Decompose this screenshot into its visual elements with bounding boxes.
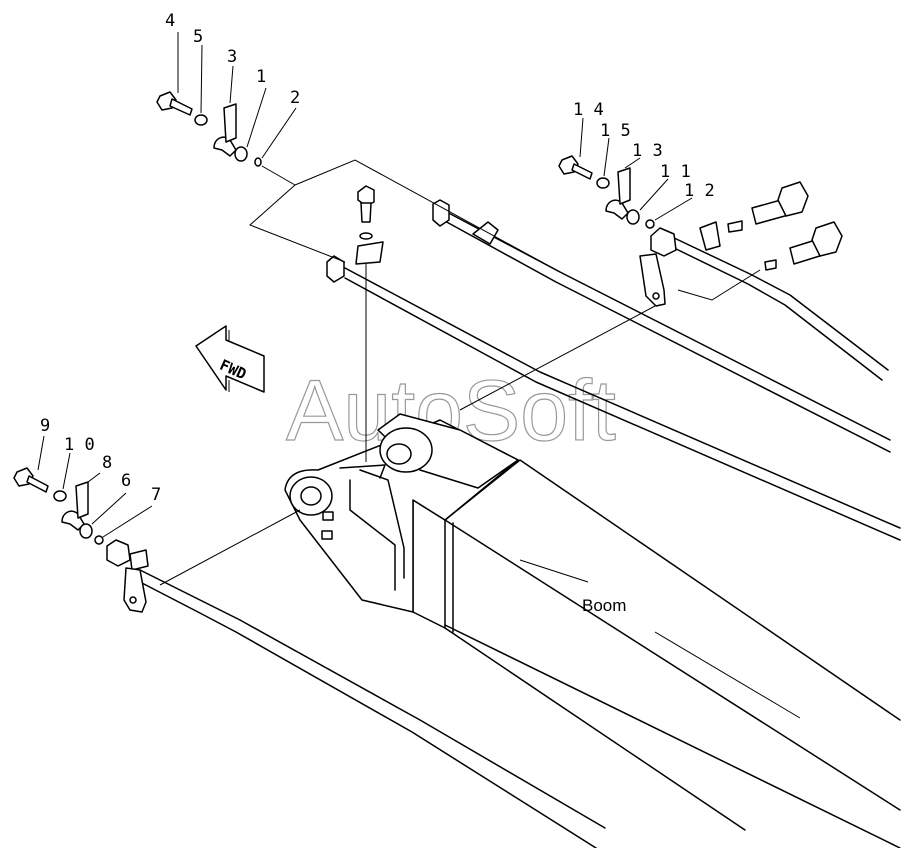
callout-2: 2 [290, 88, 300, 108]
boom-label: Boom [582, 596, 626, 615]
boom-foot-bracket [284, 413, 519, 613]
right-hose-set [639, 220, 889, 381]
bolt-large-lower [789, 221, 843, 265]
callout-13: 1 3 [632, 141, 663, 161]
center-bolt [355, 185, 384, 462]
o-ring-2-icon [254, 157, 262, 167]
o-ring-1-icon [234, 146, 248, 162]
callout-1: 1 [256, 67, 266, 87]
callout-14: 1 4 [573, 100, 604, 120]
boom [402, 459, 901, 848]
callout-15: 1 5 [600, 121, 631, 141]
callout-12: 1 2 [684, 181, 715, 201]
hardware-group-lower-left [13, 467, 104, 545]
callout-9: 9 [40, 416, 50, 436]
callout-8: 8 [102, 453, 112, 473]
callout-11: 1 1 [660, 162, 691, 182]
callout-4: 4 [165, 11, 175, 31]
callout-10: 1 0 [64, 435, 95, 455]
hardware-group-upper-left [156, 91, 296, 186]
fwd-arrow-icon: FWD [195, 325, 265, 393]
upper-hose-a [326, 255, 901, 541]
hardware-group-upper-right [558, 155, 655, 229]
callout-7: 7 [151, 485, 161, 505]
clip-3-icon [223, 103, 237, 143]
callout-6: 6 [121, 471, 131, 491]
bolt-large-upper [751, 181, 809, 225]
washer-5-icon [194, 114, 208, 126]
callout-3: 3 [227, 47, 237, 67]
callout-5: 5 [193, 27, 203, 47]
lower-hose [106, 539, 606, 848]
